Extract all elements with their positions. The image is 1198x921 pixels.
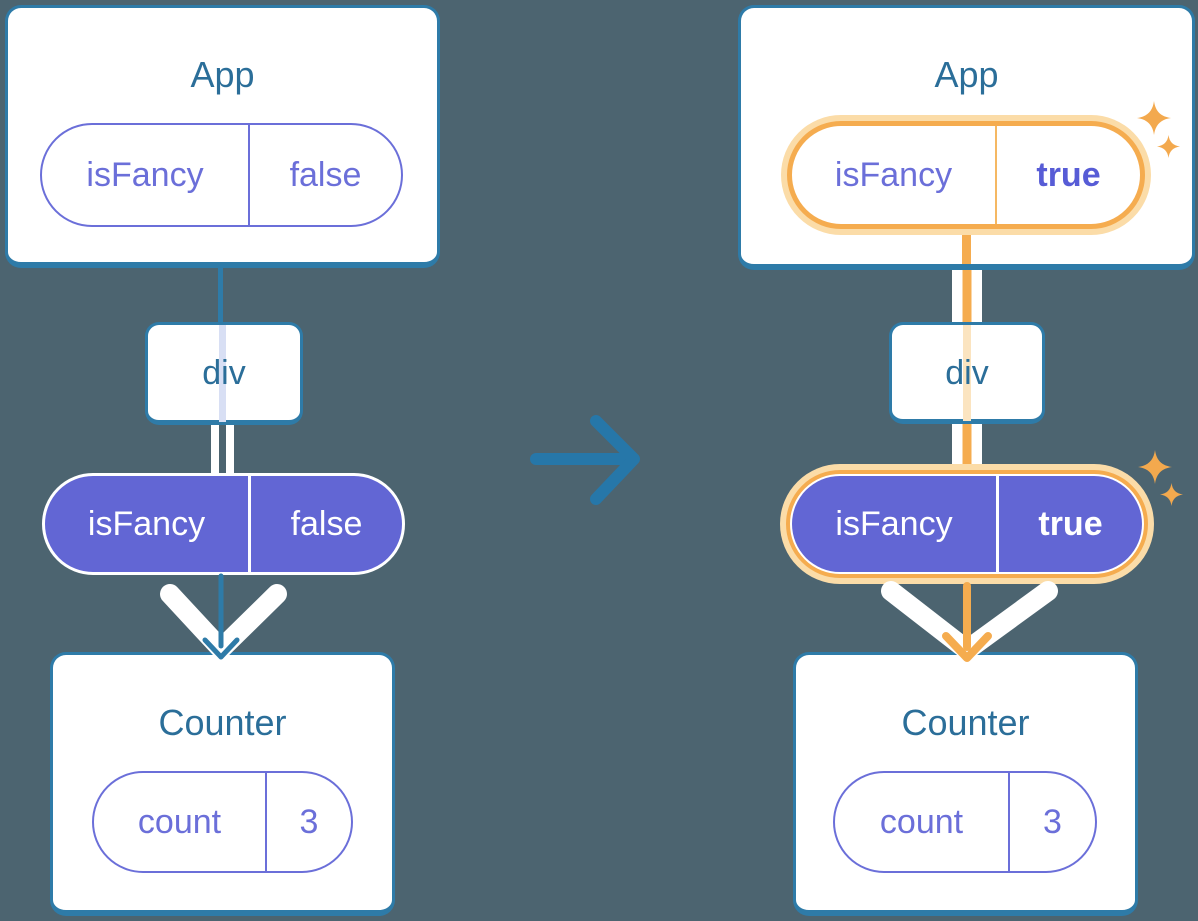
sparkle-icon — [1138, 450, 1172, 484]
state-key: count — [835, 773, 1010, 871]
prop-pill-highlighted: isFancy true — [786, 470, 1148, 578]
state-key: isFancy — [792, 126, 997, 224]
pass-through-line — [219, 325, 226, 422]
down-chevron-icon — [881, 581, 1058, 660]
sparkle-icon — [1137, 101, 1171, 135]
state-value: false — [289, 155, 362, 194]
state-value: 3 — [299, 802, 319, 841]
left-app-div-line — [218, 266, 223, 326]
prop-pill: isFancy false — [42, 473, 405, 575]
div-label: div — [945, 354, 989, 392]
right-div-pill-line — [952, 417, 982, 473]
sparkle-icon — [1160, 483, 1183, 506]
component-name: Counter — [901, 702, 1030, 743]
right-arrow-icon — [530, 415, 640, 505]
state-value: true — [1036, 155, 1101, 194]
prop-value: false — [290, 504, 363, 543]
component-name: App — [934, 54, 999, 95]
state-pill: count 3 — [92, 771, 353, 873]
down-arrow-highlight-icon — [942, 582, 992, 662]
state-pill: count 3 — [833, 771, 1097, 873]
state-key: isFancy — [42, 125, 250, 225]
down-chevron-icon — [160, 584, 287, 659]
state-key: count — [94, 773, 267, 871]
component-name: App — [190, 54, 255, 95]
component-name: Counter — [158, 702, 287, 743]
down-arrow-icon — [202, 573, 240, 660]
left-div-pill-line — [226, 416, 234, 478]
state-value: 3 — [1043, 802, 1062, 841]
right-div-pill-line-highlight — [962, 417, 972, 473]
sparkle-icon — [1157, 135, 1180, 158]
right-app-div-line — [952, 267, 982, 325]
prop-key: isFancy — [45, 476, 251, 572]
prop-key: isFancy — [792, 476, 999, 572]
prop-value: true — [1038, 504, 1103, 543]
pass-through-line-highlight — [963, 325, 971, 421]
left-div-pill-line — [211, 416, 219, 478]
right-app-div-line-highlight — [962, 267, 972, 325]
state-pill: isFancy false — [40, 123, 403, 227]
state-pill-highlighted: isFancy true — [787, 121, 1145, 229]
div-label: div — [202, 354, 246, 392]
highlight-line — [962, 230, 971, 264]
